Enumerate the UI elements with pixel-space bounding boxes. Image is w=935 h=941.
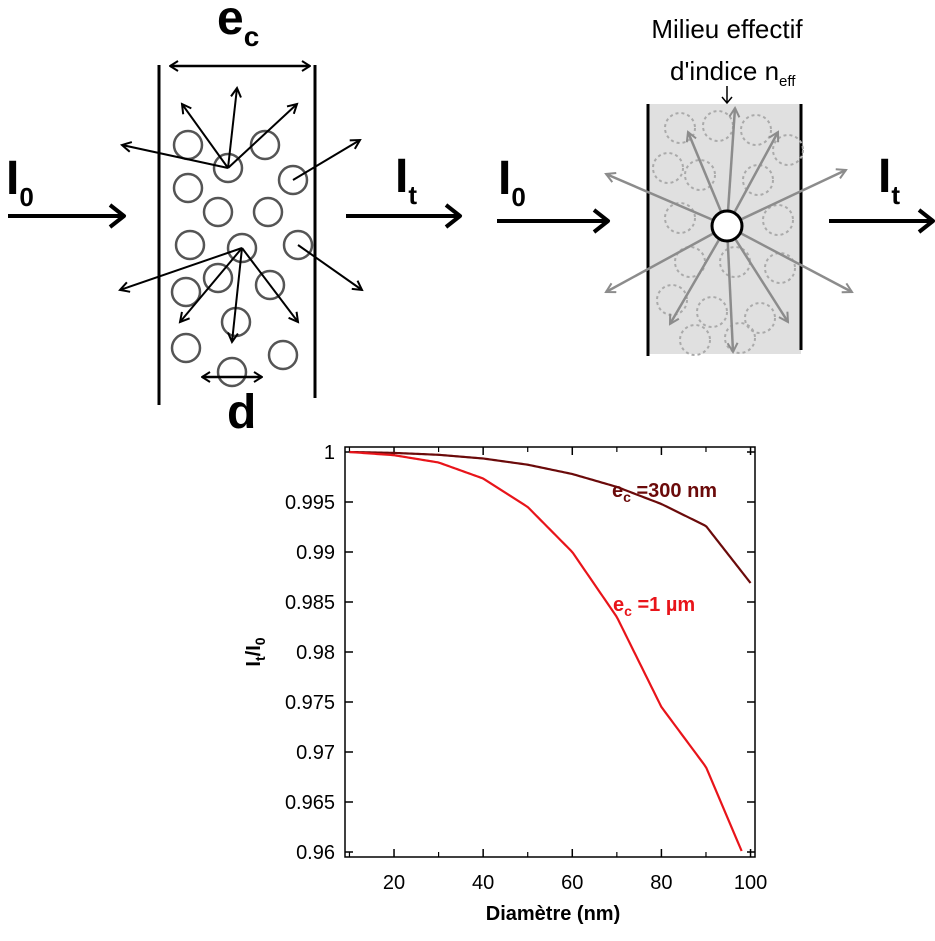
x-tick-label: 80: [650, 872, 672, 894]
transmitted-label-2: It: [878, 150, 900, 210]
y-tick-label: 0.97: [296, 742, 335, 764]
x-axis-label: Diamètre (nm): [486, 903, 620, 925]
y-tick-label: 0.985: [285, 592, 335, 614]
single-particle: [710, 209, 744, 243]
y-tick-label: 0.96: [296, 842, 335, 864]
plot-frame: [344, 446, 756, 858]
x-tick-label: 20: [383, 872, 405, 894]
scattered-arrows: [120, 88, 362, 342]
medium-title-line2: d'indice neff: [670, 56, 796, 90]
medium-title-line1: Milieu effectif: [651, 14, 803, 44]
y-tick-label: 1: [324, 442, 335, 464]
x-tick-label: 40: [472, 872, 494, 894]
y-tick-label: 0.965: [285, 792, 335, 814]
scattered-arrows-gray: [606, 108, 852, 352]
series-line-0: [349, 450, 752, 584]
series-label-ec1um: ec =1 µm: [613, 594, 695, 619]
series-layer: [349, 450, 752, 852]
y-tick-label: 0.99: [296, 542, 335, 564]
medium-pointer-head: [721, 96, 733, 105]
y-tick-label: 0.975: [285, 692, 335, 714]
thickness-label: ec: [217, 0, 259, 52]
y-tick-label: 0.98: [296, 642, 335, 664]
y-axis-label: It/I0: [243, 637, 268, 666]
particles: [170, 129, 314, 388]
incident-label-2: I0: [498, 152, 526, 212]
series-line-1: [349, 450, 743, 852]
transmission-chart: 20 40 60 80 100 0.96 0.965 0.97 0.975 0.98 0.985 0.…: [243, 442, 767, 925]
series-label-ec300: ec =300 nm: [612, 480, 717, 505]
scattering-diagram: I0 ec: [6, 0, 462, 439]
y-tick-label: 0.995: [285, 492, 335, 514]
x-tick-label: 100: [734, 872, 767, 894]
axis-ticks: 20 40 60 80 100 0.96 0.965 0.97 0.975 0.98 0.985 0.…: [285, 442, 767, 894]
effective-medium-diagram: I0 Milieu effectif d'indice neff: [497, 14, 935, 356]
diameter-label: d: [227, 386, 256, 439]
x-tick-label: 60: [561, 872, 583, 894]
transmitted-label: It: [395, 150, 417, 210]
incident-label: I0: [6, 152, 34, 212]
